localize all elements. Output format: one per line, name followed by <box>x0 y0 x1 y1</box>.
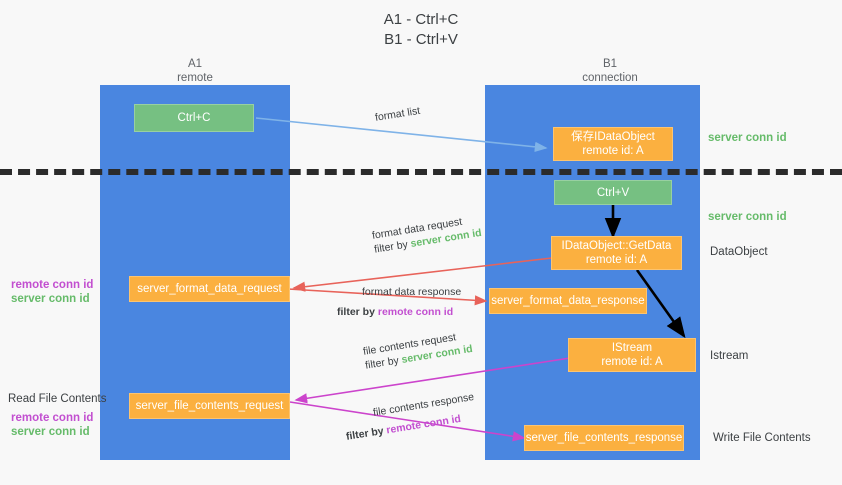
left-label-server-conn-id-2: server conn id <box>11 426 90 438</box>
node-server-file-contents-response[interactable]: server_file_contents_response <box>524 425 684 451</box>
filter-prefix: filter by <box>373 238 409 256</box>
right-label-server-conn-id-mid: server conn id <box>708 211 787 223</box>
edge-label-format-data-response: format data response <box>362 285 461 299</box>
page-title: A1 - Ctrl+C B1 - Ctrl+V <box>0 10 842 50</box>
right-label-istream: Istream <box>710 350 749 362</box>
node-server-format-data-request-label: server_format_data_request <box>137 283 282 295</box>
edge-label-format-data-response-filter: filter by remote conn id <box>337 305 453 319</box>
column-header-b1-role: connection <box>582 71 638 84</box>
filter-value-remote-conn-id: remote conn id <box>385 412 462 437</box>
node-ctrl-v[interactable]: Ctrl+V <box>554 180 672 205</box>
node-server-format-data-response[interactable]: server_format_data_response <box>489 288 647 314</box>
edge-label-format-data-response-text: format data response <box>362 286 462 298</box>
column-header-a1: A1 remote <box>115 58 275 85</box>
node-server-file-contents-request-label: server_file_contents_request <box>135 400 284 412</box>
node-save-idataobject-line1: 保存IDataObject <box>571 131 655 143</box>
left-label-remote-conn-id-1: remote conn id <box>11 279 94 291</box>
filter-prefix: filter by <box>337 306 375 318</box>
node-istream-line1: IStream <box>611 342 653 354</box>
node-istream-line2: remote id: A <box>601 356 663 368</box>
node-server-format-data-request[interactable]: server_format_data_request <box>129 276 290 302</box>
node-getdata[interactable]: IDataObject::GetData remote id: A <box>551 236 682 270</box>
node-server-file-contents-request[interactable]: server_file_contents_request <box>129 393 290 419</box>
phase-divider <box>0 169 842 175</box>
node-save-idataobject-line2: remote id: A <box>582 145 644 157</box>
left-label-read-file-contents: Read File Contents <box>8 393 107 405</box>
right-label-write-file-contents: Write File Contents <box>713 432 811 444</box>
node-server-file-contents-response-label: server_file_contents_response <box>525 432 683 444</box>
filter-prefix: filter by <box>345 425 385 443</box>
edge-label-file-contents-request: file contents request filter by server c… <box>362 328 474 373</box>
node-getdata-line1: IDataObject::GetData <box>561 240 672 252</box>
node-ctrl-c-label: Ctrl+C <box>177 112 211 124</box>
node-ctrl-v-label: Ctrl+V <box>596 186 630 199</box>
column-header-b1: B1 connection <box>530 58 690 85</box>
edge-label-format-data-request: format data request filter by server con… <box>371 212 483 257</box>
column-header-a1-name: A1 <box>187 58 203 70</box>
node-getdata-line2: remote id: A <box>585 254 648 266</box>
node-server-format-data-response-label: server_format_data_response <box>491 295 645 307</box>
node-save-idataobject[interactable]: 保存IDataObject remote id: A <box>553 127 673 161</box>
node-ctrl-c[interactable]: Ctrl+C <box>134 104 254 132</box>
right-label-server-conn-id-top: server conn id <box>708 132 787 144</box>
title-line-2: B1 - Ctrl+V <box>384 31 458 48</box>
filter-prefix: filter by <box>364 354 400 372</box>
filter-value-remote-conn-id: remote conn id <box>377 306 454 318</box>
column-header-b1-name: B1 <box>602 58 618 70</box>
left-label-remote-conn-id-2: remote conn id <box>11 412 94 424</box>
node-istream[interactable]: IStream remote id: A <box>568 338 696 372</box>
edge-label-format-list-text: format list <box>374 104 421 124</box>
edge-label-format-list: format list <box>374 104 421 125</box>
column-header-a1-role: remote <box>177 71 213 84</box>
edge-label-file-contents-response-filter: filter by remote conn id <box>345 412 462 444</box>
title-line-1: A1 - Ctrl+C <box>383 11 459 28</box>
right-label-dataobject: DataObject <box>710 246 768 258</box>
left-label-server-conn-id-1: server conn id <box>11 293 90 305</box>
